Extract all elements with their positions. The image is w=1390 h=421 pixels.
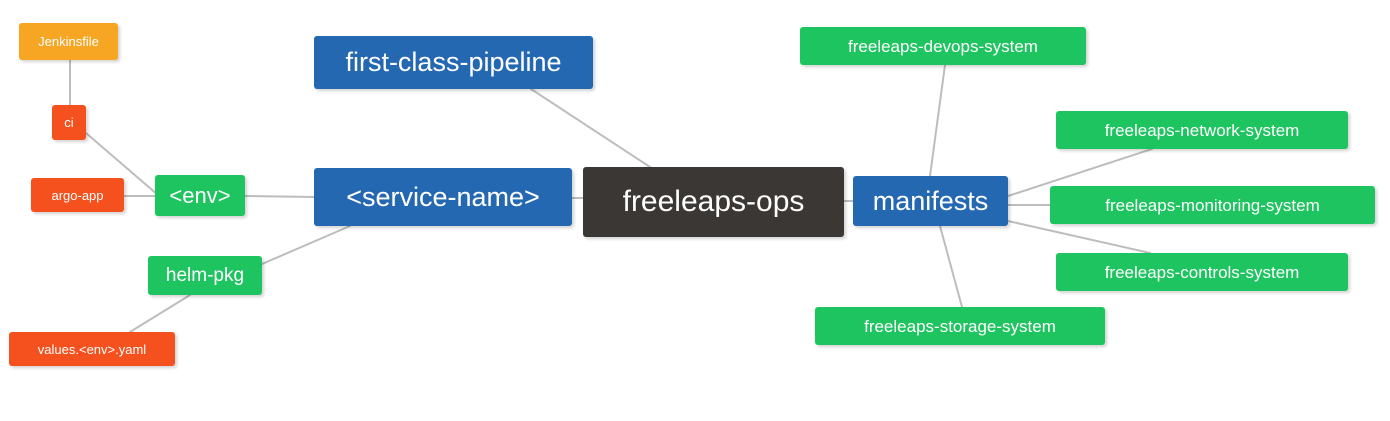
node-label-env: <env> [169, 182, 231, 208]
node-jenkinsfile[interactable]: Jenkinsfile [19, 23, 118, 60]
edge-values-yaml-helm-pkg [129, 294, 191, 333]
edge-helm-pkg-service-name [261, 225, 351, 265]
edge-manifests-storage [939, 225, 963, 308]
node-label-freeleaps-network-system: freeleaps-network-system [1104, 120, 1300, 140]
edge-manifests-devops [929, 64, 946, 177]
node-freeleaps-network-system[interactable]: freeleaps-network-system [1056, 111, 1348, 149]
node-label-freeleaps-ops: freeleaps-ops [622, 185, 805, 218]
node-label-freeleaps-storage-system: freeleaps-storage-system [864, 316, 1056, 336]
node-helm-pkg[interactable]: helm-pkg [148, 256, 262, 295]
node-label-freeleaps-controls-system: freeleaps-controls-system [1104, 262, 1300, 282]
node-label-manifests: manifests [872, 185, 989, 216]
node-label-jenkinsfile: Jenkinsfile [38, 34, 99, 49]
node-label-first-class-pipeline: first-class-pipeline [345, 47, 562, 77]
node-freeleaps-devops-system[interactable]: freeleaps-devops-system [800, 27, 1086, 65]
node-env[interactable]: <env> [155, 175, 245, 216]
node-label-freeleaps-monitoring-system: freeleaps-monitoring-system [1105, 195, 1320, 215]
node-service-name[interactable]: <service-name> [314, 168, 572, 226]
node-argo-app[interactable]: argo-app [31, 178, 124, 212]
node-freeleaps-controls-system[interactable]: freeleaps-controls-system [1056, 253, 1348, 291]
edge-env-service-name [244, 195, 315, 198]
edge-pipeline-ops [530, 88, 651, 168]
node-label-values-yaml: values.<env>.yaml [37, 341, 147, 357]
node-first-class-pipeline[interactable]: first-class-pipeline [314, 36, 593, 89]
node-manifests[interactable]: manifests [853, 176, 1008, 226]
node-freeleaps-ops[interactable]: freeleaps-ops [583, 167, 844, 237]
node-ci[interactable]: ci [52, 105, 86, 140]
node-freeleaps-storage-system[interactable]: freeleaps-storage-system [815, 307, 1105, 345]
edge-manifests-controls [1007, 220, 1151, 254]
node-label-argo-app: argo-app [51, 187, 104, 203]
node-label-ci: ci [64, 115, 74, 130]
node-label-helm-pkg: helm-pkg [165, 265, 245, 286]
node-label-service-name: <service-name> [346, 181, 540, 212]
node-freeleaps-monitoring-system[interactable]: freeleaps-monitoring-system [1050, 186, 1375, 224]
node-values-yaml[interactable]: values.<env>.yaml [9, 332, 175, 366]
node-label-freeleaps-devops-system: freeleaps-devops-system [848, 36, 1038, 56]
